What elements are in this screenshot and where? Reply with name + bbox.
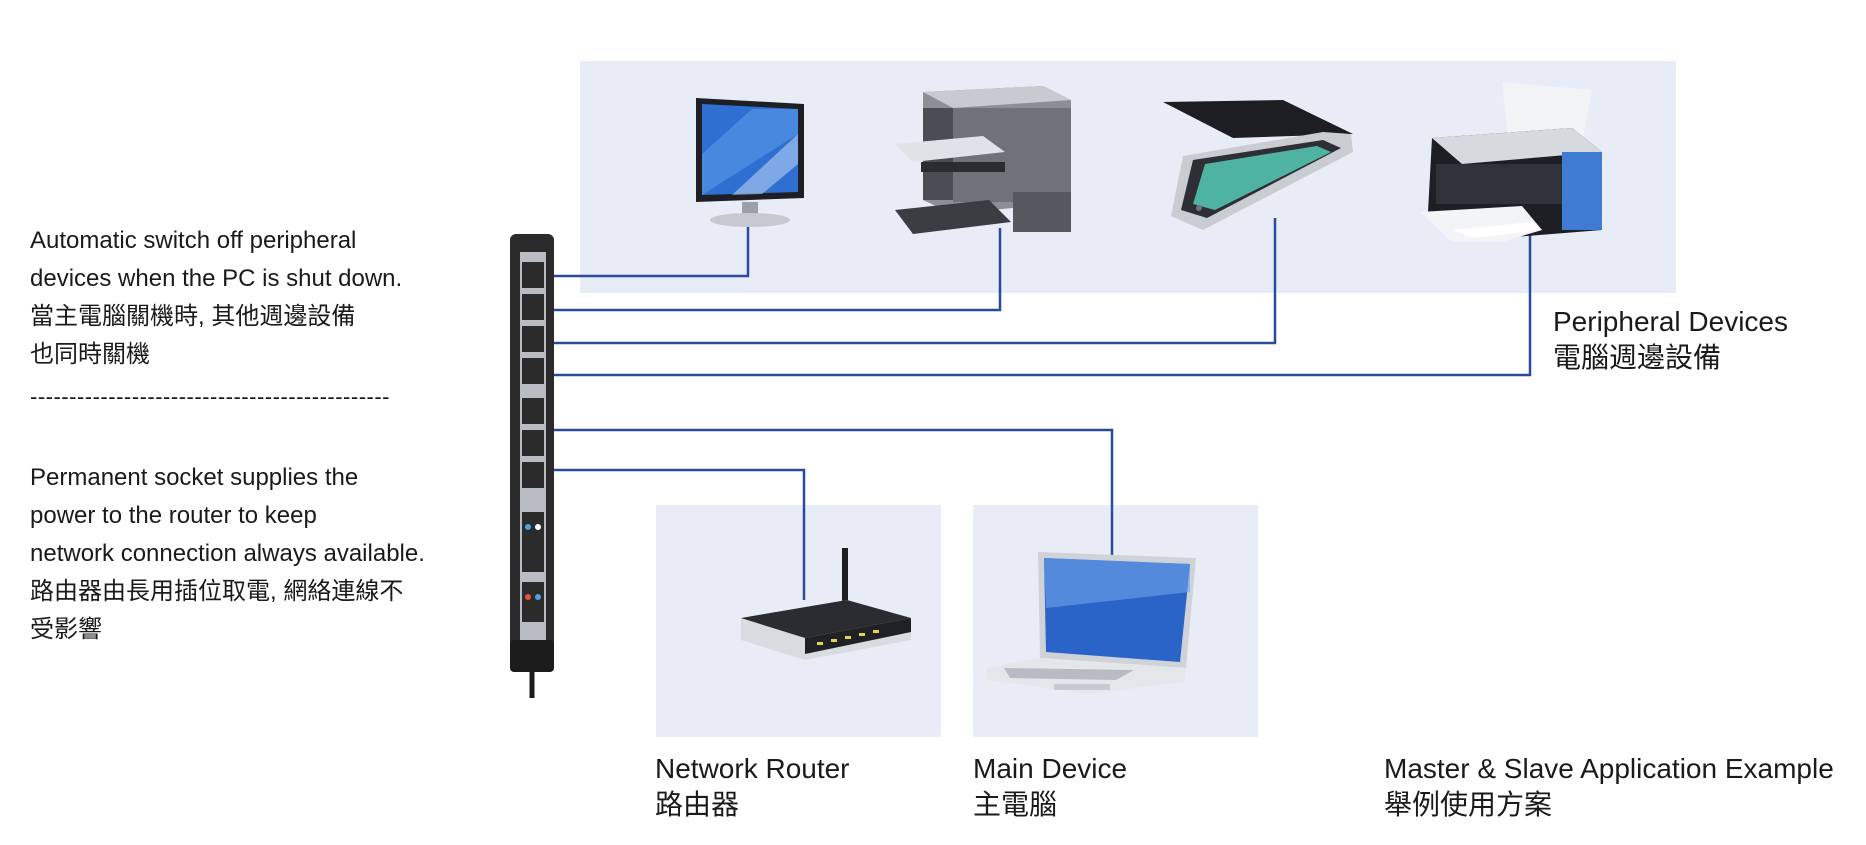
router-icon — [741, 548, 911, 660]
peripheral-devices-label-en: Peripheral Devices — [1553, 306, 1788, 337]
network-router-label-en: Network Router — [655, 753, 850, 784]
application-example-label-zh: 舉例使用方案 — [1384, 789, 1553, 820]
permanent-line-2: power to the router to keep — [30, 502, 317, 529]
wire-laptop — [550, 428, 1114, 556]
application-example-label-en: Master & Slave Application Example — [1384, 753, 1834, 784]
printer-icon — [1420, 82, 1602, 242]
laptop-icon — [986, 552, 1196, 694]
network-router-label-zh: 路由器 — [655, 789, 740, 820]
peripheral-devices-label: Peripheral Devices 電腦週邊設備 — [1553, 304, 1788, 376]
permanent-line-4: 路由器由長用插位取電, 網絡連線不 — [30, 578, 404, 605]
application-example-label: Master & Slave Application Example 舉例使用方… — [1384, 751, 1834, 823]
permanent-socket-description: Permanent socket supplies the power to t… — [30, 459, 425, 649]
scanner-icon — [1163, 100, 1353, 230]
copier-icon — [895, 86, 1071, 234]
auto-switch-line-4: 也同時關機 — [30, 341, 150, 368]
divider-line: ----------------------------------------… — [30, 384, 391, 409]
wire-router — [550, 468, 806, 600]
network-router-label: Network Router 路由器 — [655, 751, 850, 823]
permanent-line-3: network connection always available. — [30, 540, 425, 567]
wire-copier — [550, 228, 1002, 312]
auto-switch-line-3: 當主電腦關機時, 其他週邊設備 — [30, 303, 356, 330]
main-device-label-zh: 主電腦 — [973, 789, 1058, 820]
wire-monitor — [550, 222, 750, 278]
monitor-icon — [696, 98, 804, 227]
main-device-label: Main Device 主電腦 — [973, 751, 1127, 823]
wire-printer — [550, 226, 1532, 377]
power-strip-icon — [510, 234, 554, 698]
peripheral-devices-label-zh: 電腦週邊設備 — [1553, 342, 1722, 373]
permanent-line-5: 受影響 — [30, 616, 102, 643]
permanent-line-1: Permanent socket supplies the — [30, 464, 359, 491]
main-device-label-en: Main Device — [973, 753, 1128, 784]
auto-switch-line-1: Automatic switch off peripheral — [30, 227, 357, 254]
wire-scanner — [550, 218, 1277, 345]
auto-switch-line-2: devices when the PC is shut down. — [30, 265, 403, 292]
auto-switch-description: Automatic switch off peripheral devices … — [30, 222, 402, 374]
